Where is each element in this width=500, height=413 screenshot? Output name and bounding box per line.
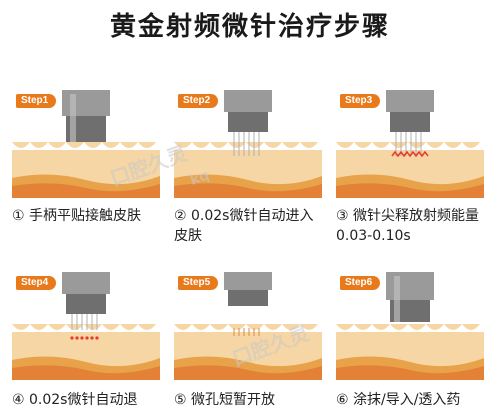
step-1-caption: ① 手柄平贴接触皮肤 <box>12 208 142 224</box>
step-5-badge: Step5 <box>178 276 219 290</box>
step-2-panel: Step2 <box>174 90 322 198</box>
step-1-illustration <box>12 90 160 198</box>
step-4-caption: ④ 0.02s微针自动退 <box>12 392 138 408</box>
step-5-panel: Step5 <box>174 272 322 380</box>
step-6-caption: ⑥ 涂抹/导入/透入药 <box>336 392 461 408</box>
step-2-illustration <box>174 90 322 198</box>
step-5-illustration <box>174 272 322 380</box>
step-5-caption: ⑤ 微孔短暂开放 <box>174 392 276 408</box>
step-4-panel: Step4 <box>12 272 160 380</box>
step-6-illustration <box>336 272 484 380</box>
step-4-illustration <box>12 272 160 380</box>
step-2-caption: ② 0.02s微针自动进入皮肤 <box>174 208 314 244</box>
step-4-badge: Step4 <box>16 276 57 290</box>
step-6-panel: Step6 <box>336 272 484 380</box>
page-title: 黄金射频微针治疗步骤 <box>109 12 390 42</box>
step-3-illustration <box>336 90 484 198</box>
step-6-badge: Step6 <box>340 276 381 290</box>
step-2-badge: Step2 <box>178 94 219 108</box>
step-3-badge: Step3 <box>340 94 381 108</box>
step-1-panel: Step1 <box>12 90 160 198</box>
step-3-panel: Step3 <box>336 90 484 198</box>
step-1-badge: Step1 <box>16 94 57 108</box>
step-3-caption: ③ 微针尖释放射频能量0.03-0.10s <box>336 208 480 244</box>
